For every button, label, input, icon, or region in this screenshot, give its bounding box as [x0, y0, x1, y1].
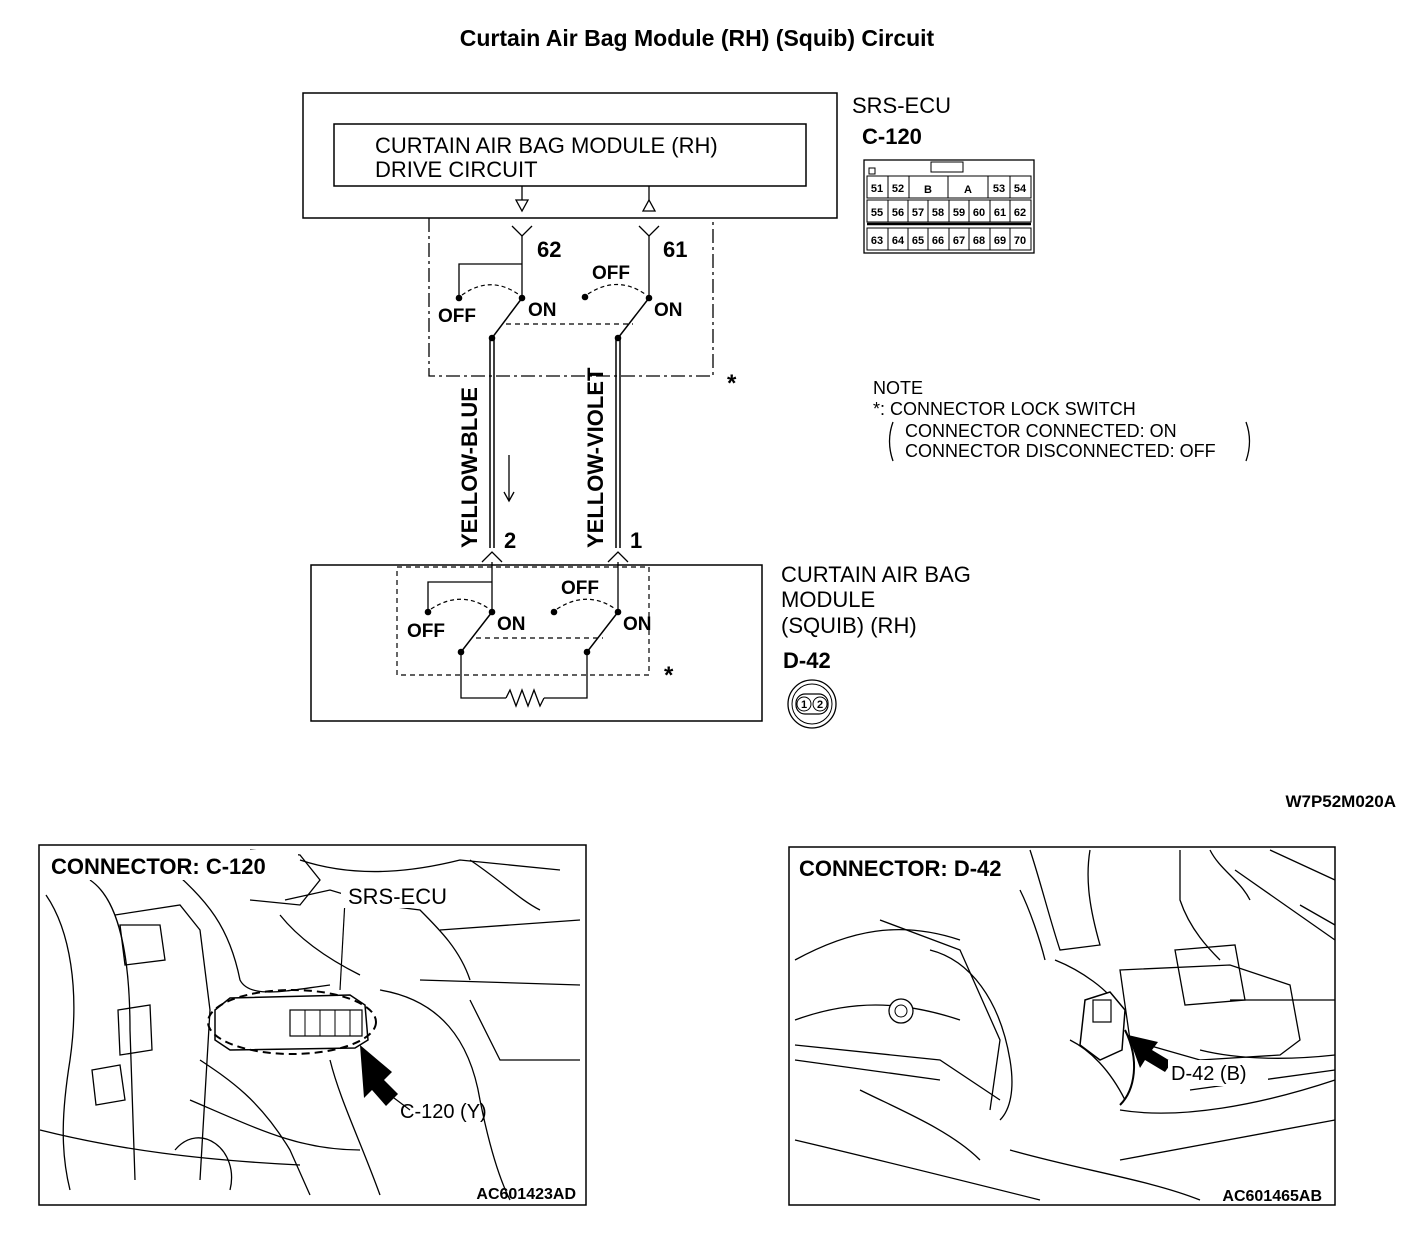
module-switch-2	[424, 562, 496, 656]
c120-pin: 68	[973, 235, 985, 247]
d42-pin: 2	[817, 699, 823, 711]
wire-color-yellow-blue: YELLOW-BLUE	[457, 387, 482, 548]
c120-pin: 66	[932, 235, 944, 247]
pin-62-label: 62	[537, 237, 561, 262]
c120-pin: 59	[953, 207, 965, 219]
photo-c120-code: AC601423AD	[476, 1186, 576, 1203]
harness-wire-yellow-violet	[615, 338, 621, 548]
drive-circuit-box	[333, 123, 807, 187]
c120-pin: A	[964, 184, 972, 196]
c120-pin: 51	[871, 183, 883, 195]
photo-d42-header: CONNECTOR: D-42	[799, 856, 1002, 881]
d42-pin: 1	[801, 699, 807, 711]
srs-ecu-unit	[207, 989, 377, 1055]
srs-ecu-callout: SRS-ECU	[348, 884, 447, 909]
c120-pin: 67	[953, 235, 965, 247]
module-lock-asterisk: *	[664, 662, 674, 689]
c120-connector-face: 51 52 B A 53 54 55 56 57 58 59 60 61 62 …	[863, 159, 1035, 254]
module-name-line2: MODULE	[781, 587, 875, 612]
airbag-module-box	[310, 564, 763, 722]
current-direction-arrow-icon	[503, 455, 515, 503]
c120-pin: 61	[994, 207, 1006, 219]
c120-pin: 64	[892, 235, 905, 247]
photo-d42-header-bg	[794, 852, 1028, 882]
pin-2-connector-mark	[481, 551, 503, 563]
ecu-lock-switch-box	[428, 218, 714, 377]
srs-ecu-leader-line	[339, 899, 346, 991]
photo-d42	[788, 846, 1336, 1206]
output-triangle-icon	[514, 199, 530, 213]
c120-pin: 53	[993, 183, 1005, 195]
note-connected: CONNECTOR CONNECTED: ON	[905, 421, 1177, 441]
module-switch-1-off-label: OFF	[561, 578, 599, 599]
ecu-connector-label: C-120	[862, 124, 922, 149]
c120-pin: 56	[892, 207, 904, 219]
photo-d42-code: AC601465AB	[1222, 1188, 1322, 1205]
note-left-paren	[888, 421, 894, 462]
module-switch-2-off-label: OFF	[407, 621, 445, 642]
photo-c120-header: CONNECTOR: C-120	[51, 854, 266, 879]
module-lock-switch-box	[396, 566, 650, 676]
ecu-switch-62-on-label: ON	[528, 300, 557, 321]
module-connector-label: D-42	[783, 648, 831, 673]
drive-circuit-line2: DRIVE CIRCUIT	[375, 157, 538, 182]
c120-pin: 57	[912, 207, 924, 219]
ecu-switch-61	[581, 236, 653, 342]
module-switch-2-on-label: ON	[497, 614, 526, 635]
note-right-paren	[1245, 421, 1251, 462]
c120-pin: 52	[892, 183, 904, 195]
srs-ecu-box	[302, 92, 838, 219]
c120-pin: 62	[1014, 207, 1026, 219]
ecu-switch-62-off-label: OFF	[438, 306, 476, 327]
input-triangle-icon	[641, 198, 657, 212]
c120-pin: 65	[912, 235, 924, 247]
d42-connector-face: 1 2	[787, 679, 837, 729]
d42-bolt-icon	[888, 998, 914, 1024]
photo-c120-header-bg	[44, 850, 298, 880]
d42-callout-bg	[1168, 1060, 1268, 1086]
note-disconnected: CONNECTOR DISCONNECTED: OFF	[905, 441, 1216, 461]
pin-62-connector-mark	[511, 225, 533, 237]
pin-1-label: 1	[630, 528, 642, 553]
ecu-switch-61-off-label: OFF	[592, 263, 630, 284]
figure-code: W7P52M020A	[1285, 792, 1396, 811]
note-item: *: CONNECTOR LOCK SWITCH	[873, 399, 1136, 419]
srs-ecu-callout-bg	[341, 884, 461, 908]
squib-resistor-icon	[460, 652, 588, 708]
c120-pin: 55	[871, 207, 883, 219]
c120-pin: B	[924, 184, 932, 196]
wire-color-yellow-violet: YELLOW-VIOLET	[583, 367, 608, 548]
d42-connector-body	[1079, 991, 1136, 1106]
ecu-switch-61-on-label: ON	[654, 300, 683, 321]
c120-pin: 54	[1014, 183, 1027, 195]
pin-1-connector-mark	[607, 551, 629, 563]
pin-61-connector-mark	[638, 225, 660, 237]
drive-circuit-line1: CURTAIN AIR BAG MODULE (RH)	[375, 133, 718, 158]
c120-pin: 70	[1014, 235, 1026, 247]
c120-pin: 58	[932, 207, 944, 219]
diagram-title: Curtain Air Bag Module (RH) (Squib) Circ…	[460, 25, 935, 51]
ecu-lock-asterisk: *	[727, 370, 737, 397]
d42-locator-arrow-icon	[1128, 1035, 1172, 1072]
c120-pin: 69	[994, 235, 1006, 247]
c120-locator-arrow-icon	[360, 1045, 398, 1106]
module-switch-1	[550, 562, 622, 656]
module-switch-1-on-label: ON	[623, 614, 652, 635]
pin-61-label: 61	[663, 237, 687, 262]
c120-pin: 60	[973, 207, 985, 219]
srs-ecu-label: SRS-ECU	[852, 93, 951, 118]
harness-wire-yellow-blue	[489, 338, 495, 548]
photo-c120	[38, 844, 587, 1206]
pin-2-label: 2	[504, 528, 516, 553]
note-heading: NOTE	[873, 378, 923, 398]
module-name-line1: CURTAIN AIR BAG	[781, 562, 971, 587]
d42-callout: D-42 (B)	[1171, 1063, 1247, 1085]
c120-pin: 63	[871, 235, 883, 247]
c120-callout: C-120 (Y)	[400, 1101, 487, 1123]
module-name-line3: (SQUIB) (RH)	[781, 613, 917, 638]
